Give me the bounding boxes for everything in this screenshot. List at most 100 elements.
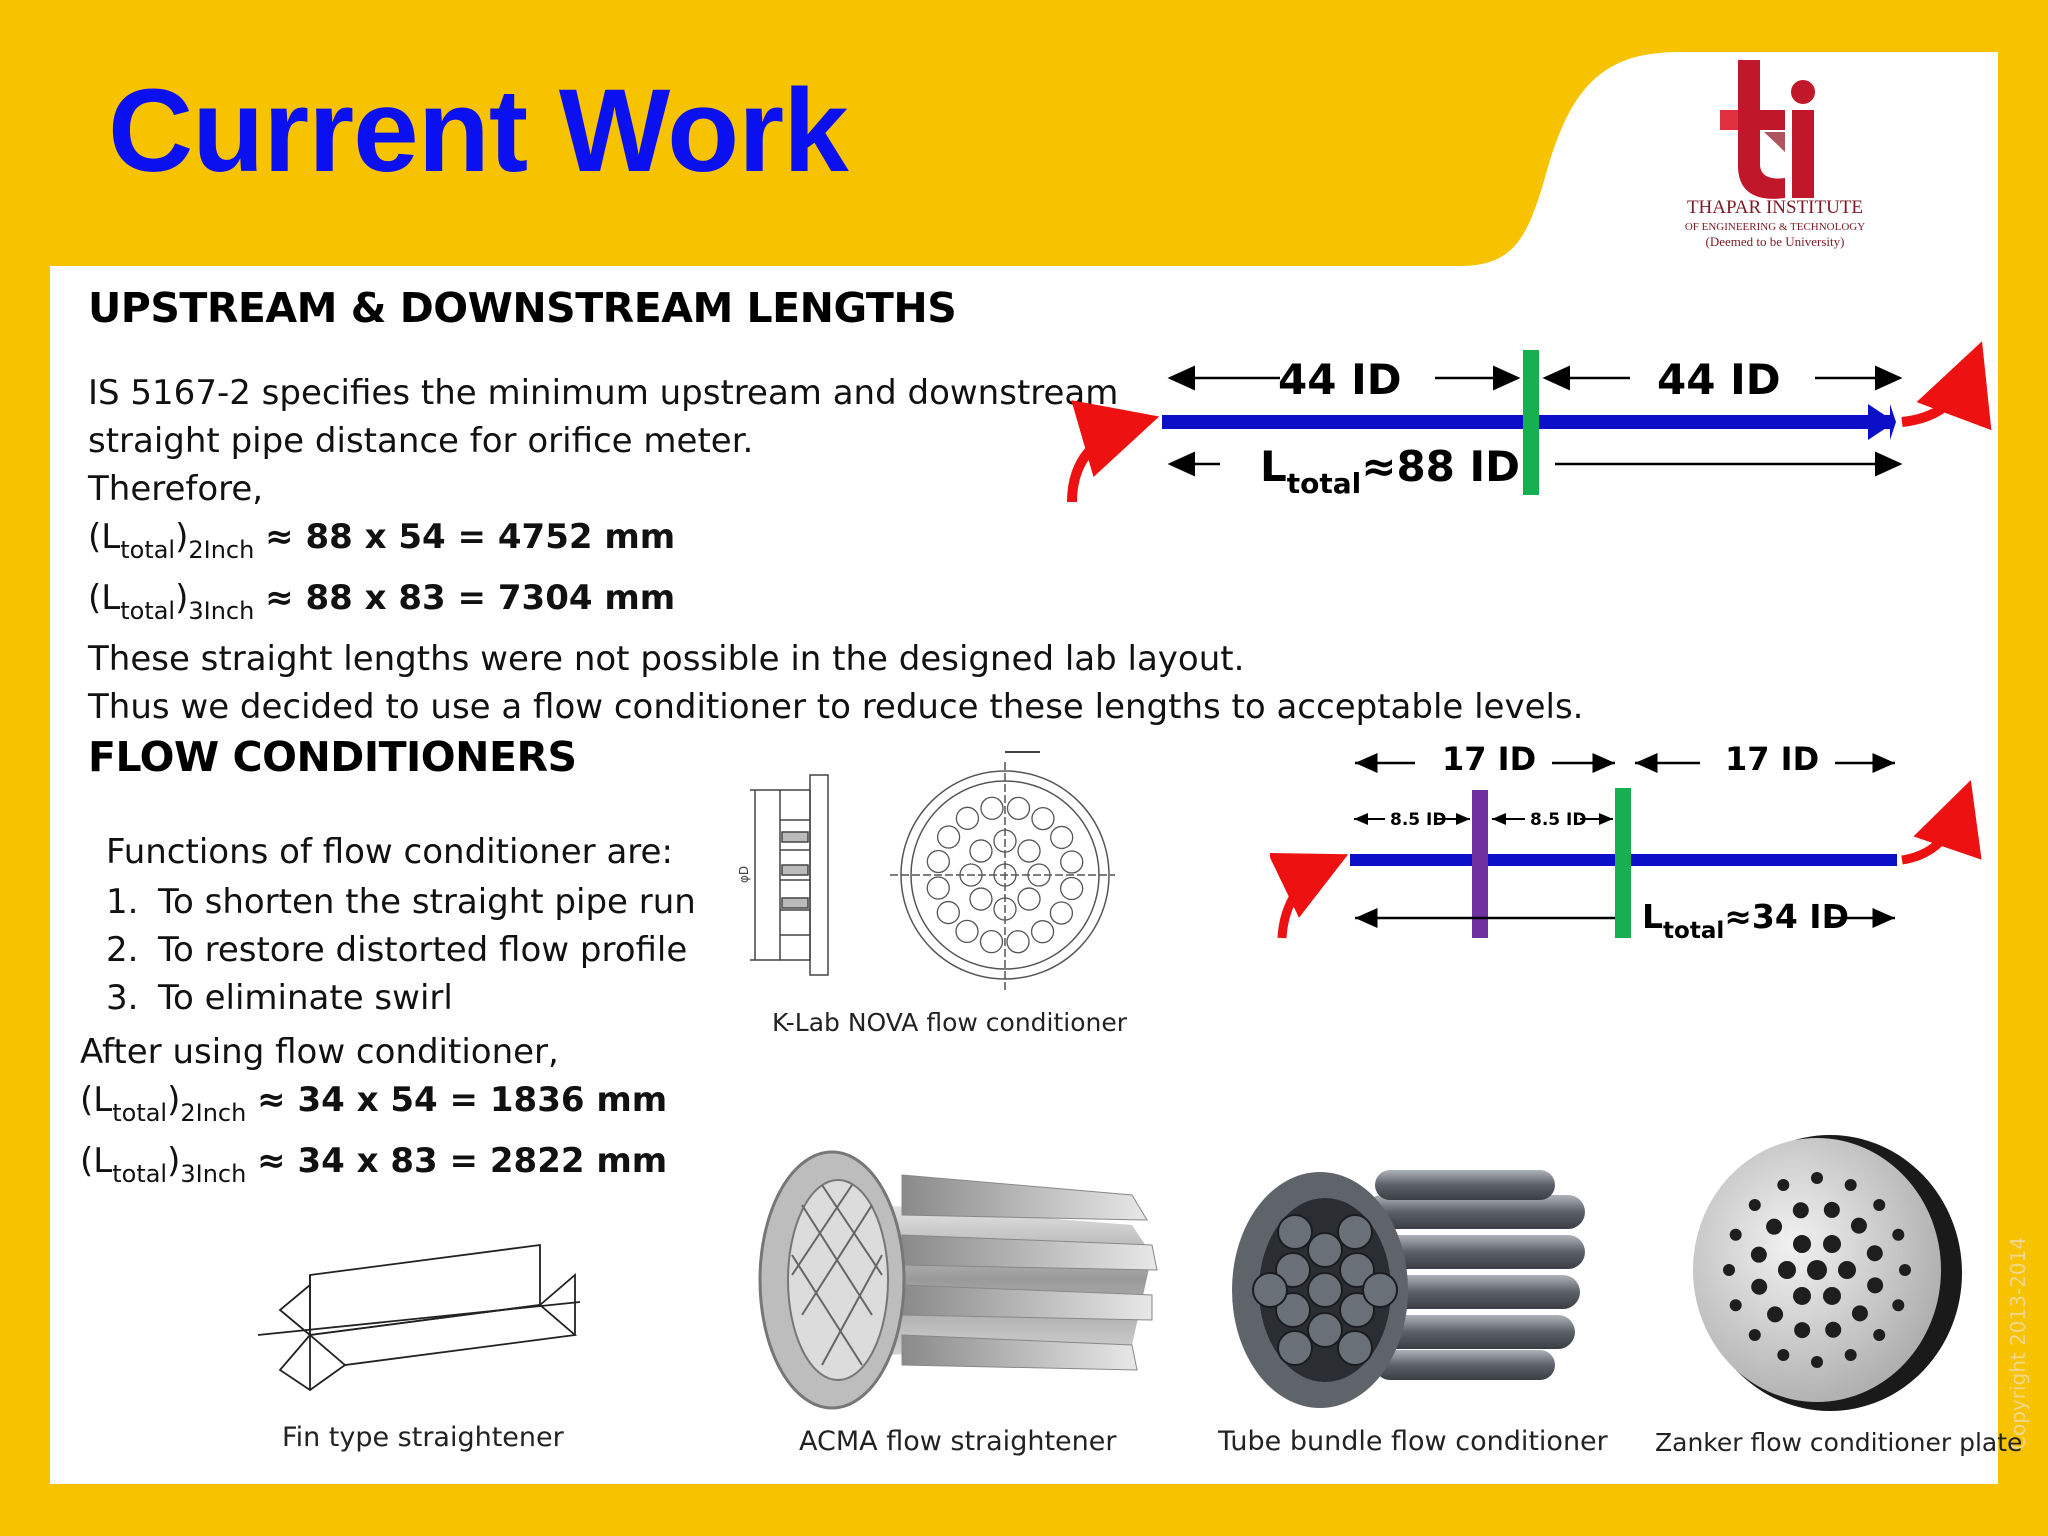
inlet-flow-arrow	[1270, 853, 1349, 939]
nova-hole	[926, 876, 950, 900]
zanker-hole	[1811, 1356, 1823, 1368]
nova-hole	[959, 863, 983, 887]
nova-hole	[936, 900, 960, 925]
nova-hole	[993, 863, 1017, 887]
formula-2inch-before: (Ltotal)2Inch ≈ 88 x 54 = 4752 mm	[88, 517, 676, 564]
zanker-hole	[1866, 1245, 1883, 1262]
tube-hole	[1337, 1214, 1373, 1250]
nova-hole	[1017, 839, 1041, 863]
formula-2inch-after: (Ltotal)2Inch ≈ 34 x 54 = 1836 mm	[80, 1080, 668, 1127]
half-length-label-2: 8.5 ID	[1530, 810, 1587, 830]
tube-hole	[1307, 1232, 1343, 1268]
zanker-hole	[1844, 1179, 1857, 1192]
nova-hole	[1031, 806, 1055, 831]
nova-hole	[955, 919, 979, 944]
zanker-hole	[1723, 1264, 1735, 1276]
fin-straightener-drawing	[257, 1243, 581, 1392]
layout-note-line2: Thus we decided to use a flow conditione…	[88, 687, 1584, 727]
zanker-hole	[1873, 1329, 1886, 1342]
zanker-hole	[1892, 1228, 1905, 1241]
nova-side-view	[750, 774, 829, 976]
zanker-hole	[1748, 1329, 1761, 1342]
orifice-plate	[1523, 350, 1539, 495]
zanker-hole	[1793, 1235, 1811, 1254]
nova-hole	[1059, 876, 1084, 901]
nova-hole	[1049, 901, 1074, 925]
tube-hole	[1277, 1330, 1313, 1366]
flow-conditioners-heading: FLOW CONDITIONERS	[88, 733, 577, 781]
half-length-label-1: 8.5 ID	[1390, 810, 1447, 830]
zanker-hole	[1766, 1218, 1783, 1235]
ti-logo-mark	[1720, 60, 1815, 199]
flow-conditioner-plate	[1472, 790, 1488, 938]
copyright-text: Copyright 2013-2014	[2006, 1236, 2030, 1450]
nova-hole	[1030, 920, 1055, 944]
zanker-hole	[1807, 1260, 1827, 1280]
upstream-downstream-diagram	[1067, 341, 1992, 503]
tube-hole	[1307, 1312, 1343, 1348]
nova-hole	[1006, 930, 1030, 954]
institute-logo: THAPAR INSTITUTE OF ENGINEERING & TECHNO…	[1660, 52, 1890, 262]
zanker-hole	[1729, 1299, 1742, 1312]
logo-subname: OF ENGINEERING & TECHNOLOGY	[1684, 221, 1866, 233]
tube-holes	[1252, 1214, 1398, 1366]
upstream-paragraph-line1: IS 5167-2 specifies the minimum upstream…	[88, 373, 1119, 413]
function-item: 2.To restore distorted flow profile	[106, 930, 688, 970]
image-caption: Fin type straightener	[282, 1422, 564, 1453]
zanker-holes	[1723, 1172, 1911, 1368]
tube-hole	[1275, 1292, 1311, 1328]
image-caption: Zanker flow conditioner plate	[1655, 1428, 2023, 1457]
tube-hole	[1275, 1252, 1311, 1288]
after-conditioner-text: After using flow conditioner,	[80, 1032, 559, 1072]
zanker-hole	[1811, 1172, 1823, 1184]
nova-dimension-label: φD	[737, 866, 751, 883]
zanker-hole	[1867, 1277, 1884, 1294]
nova-conditioner-drawing: φD	[737, 751, 1115, 990]
flow-conditioner-diagram	[1270, 753, 1982, 939]
zanker-hole	[1777, 1179, 1790, 1192]
after-conditioner-block: After using flow conditioner, (Ltotal)2I…	[80, 1028, 667, 1198]
nova-hole	[1006, 796, 1031, 821]
upstream-length-label-2: 17 ID	[1442, 740, 1537, 778]
outlet-flow-arrow	[1901, 341, 1992, 431]
logo-name: THAPAR INSTITUTE	[1686, 197, 1864, 218]
zanker-hole	[1794, 1322, 1811, 1339]
nova-holes	[926, 796, 1084, 954]
upstream-heading: UPSTREAM & DOWNSTREAM LENGTHS	[88, 284, 957, 332]
layout-note-line1: These straight lengths were not possible…	[88, 639, 1245, 679]
tube-hole	[1307, 1272, 1343, 1308]
acma-straightener-image	[758, 1150, 1158, 1410]
image-caption: ACMA flow straightener	[799, 1426, 1117, 1457]
inlet-flow-arrow	[1067, 400, 1160, 503]
function-list: 1.To shorten the straight pipe run 2.To …	[106, 878, 696, 1022]
zanker-hole	[1767, 1306, 1784, 1323]
function-item: 3.To eliminate swirl	[106, 978, 453, 1018]
nova-hole	[936, 825, 961, 849]
zanker-hole	[1778, 1261, 1796, 1279]
nova-hole	[980, 796, 1004, 820]
tube-hole	[1339, 1252, 1375, 1288]
logo-deemed: (Deemed to be University)	[1705, 234, 1845, 249]
slide-title: Current Work	[108, 65, 849, 197]
total-length-label-2: Ltotal≈34 ID	[1642, 897, 1849, 944]
formula-3inch-before: (Ltotal)3Inch ≈ 88 x 83 = 7304 mm	[88, 578, 676, 625]
tube-bundle-image	[1232, 1170, 1585, 1408]
nova-hole	[1017, 887, 1041, 911]
tube-hole	[1277, 1214, 1313, 1250]
zanker-hole	[1892, 1299, 1905, 1312]
nova-hole	[926, 849, 951, 874]
nova-hole	[969, 839, 993, 863]
upstream-length-label: 44 ID	[1278, 355, 1402, 404]
zanker-hole	[1825, 1321, 1842, 1338]
zanker-hole	[1823, 1286, 1841, 1305]
nova-hole	[1050, 825, 1074, 850]
formula-3inch-after: (Ltotal)3Inch ≈ 34 x 83 = 2822 mm	[80, 1141, 668, 1188]
tube-hole	[1362, 1272, 1398, 1308]
therefore-text: Therefore,	[88, 469, 264, 509]
tube-hole	[1337, 1330, 1373, 1366]
image-caption: Tube bundle flow conditioner	[1218, 1426, 1608, 1457]
nova-hole	[993, 897, 1017, 921]
nova-hole	[955, 806, 980, 830]
zanker-hole	[1792, 1202, 1809, 1219]
